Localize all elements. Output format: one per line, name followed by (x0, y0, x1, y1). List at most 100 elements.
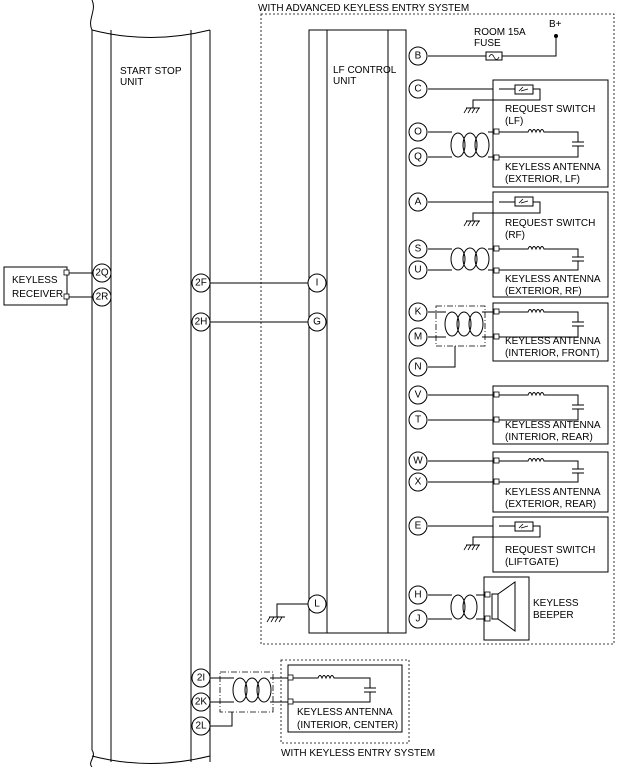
pin-m: M (414, 332, 422, 343)
pin-s: S (415, 244, 422, 255)
switch-contact (518, 523, 529, 529)
lf-body (308, 29, 407, 634)
ssu-left-edge (90, 0, 94, 767)
twisted-pair-su (428, 247, 493, 271)
wire-l-ground (276, 603, 308, 617)
shield-2i-2k (219, 671, 274, 713)
start-stop-unit: START STOP UNIT (90, 0, 211, 767)
pin-x: X (415, 477, 422, 488)
switch-icon (514, 196, 534, 207)
ant-int-front-1: KEYLESS ANTENNA (505, 336, 601, 347)
pin-k: K (415, 307, 422, 318)
terminal (493, 128, 500, 135)
pin-t: T (415, 415, 421, 426)
switch-contact (518, 86, 529, 92)
pin-v: V (415, 390, 422, 401)
terminal (493, 478, 500, 485)
receiver-terminal-1 (63, 269, 70, 276)
ant-int-rear-1: KEYLESS ANTENNA (505, 420, 601, 431)
box-ant-int-center: KEYLESS ANTENNA (INTERIOR, CENTER) (287, 664, 403, 733)
antenna-int-rear-coil-icon (499, 392, 584, 421)
pin-2r: 2R (96, 292, 109, 303)
ant-int-rear-2: (INTERIOR, REAR) (505, 432, 593, 443)
req-liftgate-1: REQUEST SWITCH (505, 545, 595, 556)
shield-km (435, 305, 486, 347)
beeper-box (483, 576, 530, 641)
terminal (493, 267, 500, 274)
pin-circle (408, 472, 428, 492)
keyless-entry-title: WITH KEYLESS ENTRY SYSTEM (281, 748, 435, 759)
wire-n-shield (428, 346, 456, 368)
speaker-cone-icon (497, 581, 516, 632)
fuse-element (488, 54, 500, 60)
keyless-receiver: KEYLESS RECEIVER (3, 266, 92, 306)
keyless-beeper: KEYLESS BEEPER (483, 576, 579, 641)
antenna-ext-rear-coil-icon (499, 458, 584, 483)
switch-lf-wiring (472, 88, 541, 108)
b-plus-label: B+ (549, 19, 562, 30)
pin-circle (408, 122, 428, 142)
box-ant-int-rear: KEYLESS ANTENNA (INTERIOR, REAR) (492, 385, 609, 445)
pin-circle (408, 327, 428, 347)
pin-circle (408, 302, 428, 322)
terminal (493, 308, 500, 315)
pin-o: O (414, 127, 422, 138)
pin-circle (408, 609, 428, 629)
twisted-pair-km-shielded (428, 305, 493, 368)
ant-ext-rf-2: (EXTERIOR, RF) (505, 286, 582, 297)
switch-icon (514, 84, 534, 95)
advanced-keyless-title: WITH ADVANCED KEYLESS ENTRY SYSTEM (258, 3, 469, 14)
pin-c: C (414, 84, 421, 95)
box-ant-ext-rear: KEYLESS ANTENNA (EXTERIOR, REAR) (492, 451, 609, 513)
ground-icon (266, 616, 285, 623)
twisted-pair-oq (428, 131, 493, 158)
antenna-ext-lf-coil-icon (499, 129, 584, 158)
pin-circle (307, 312, 327, 332)
pin-circle (408, 410, 428, 430)
antenna-ext-rf-coil-icon (499, 246, 584, 271)
ant-ext-rear-2: (EXTERIOR, REAR) (505, 499, 596, 510)
pin-circle (191, 312, 211, 332)
switch-contact (518, 198, 529, 204)
pin-e: E (415, 521, 422, 532)
receiver-label-2: RECEIVER (12, 289, 63, 300)
pin-circle (408, 451, 428, 471)
pin-circle (307, 594, 327, 614)
pin-circle (191, 273, 211, 293)
twisted-pair-hj (428, 594, 485, 620)
pin-2k: 2K (195, 697, 208, 708)
pin-circle (191, 716, 211, 736)
pin-circle (92, 263, 112, 283)
wire-b-fuse (428, 38, 557, 57)
pin-h: H (414, 590, 421, 601)
speaker-body-icon (491, 593, 499, 620)
ground-icon (463, 544, 480, 551)
advanced-keyless-boundary (260, 13, 615, 645)
receiver-box (3, 266, 68, 306)
switch-rf-wiring (472, 201, 541, 221)
ant-int-front-2: (INTERIOR, FRONT) (505, 348, 599, 359)
req-lf-2: (LF) (505, 116, 523, 127)
terminal (493, 416, 500, 423)
pin-w: W (413, 456, 423, 467)
switch-icon (514, 521, 534, 532)
pin-g: G (313, 317, 321, 328)
terminal (493, 457, 500, 464)
wire-2l-shield (209, 712, 233, 727)
pin-j: J (416, 614, 421, 625)
ant-ext-lf-1: KEYLESS ANTENNA (505, 162, 601, 173)
ant-ext-rf-1: KEYLESS ANTENNA (505, 274, 601, 285)
pin-circle (408, 516, 428, 536)
terminal (493, 245, 500, 252)
pin-2h: 2H (195, 317, 208, 328)
beeper-label-1: KEYLESS (533, 598, 579, 609)
terminal (484, 591, 491, 598)
fuse-label-2: FUSE (474, 38, 501, 49)
box-lf-switch-antenna: REQUEST SWITCH (LF) KEYLESS ANTENNA (EXT… (463, 79, 609, 188)
terminal (484, 615, 491, 622)
pin-q: Q (414, 152, 422, 163)
fuse-label-1: ROOM 15A (474, 27, 526, 38)
ssu-top-curve (91, 29, 211, 38)
pin-circle (92, 287, 112, 307)
